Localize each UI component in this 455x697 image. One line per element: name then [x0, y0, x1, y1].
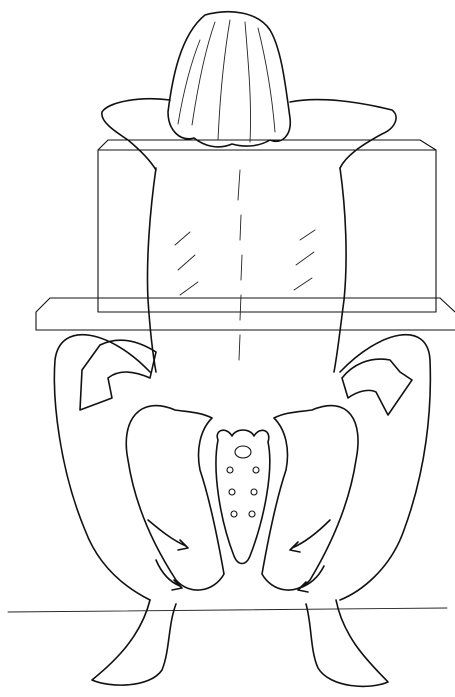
legs — [54, 335, 430, 687]
pelvis — [126, 406, 358, 590]
arms — [102, 99, 396, 170]
head — [168, 12, 290, 147]
floor-line — [8, 608, 447, 612]
rotation-arrow-left-icon — [80, 340, 156, 410]
rotation-arrow-right-icon — [342, 359, 412, 415]
torso — [147, 168, 346, 372]
support-box — [36, 140, 455, 330]
curved-arrow-icon — [148, 520, 330, 592]
